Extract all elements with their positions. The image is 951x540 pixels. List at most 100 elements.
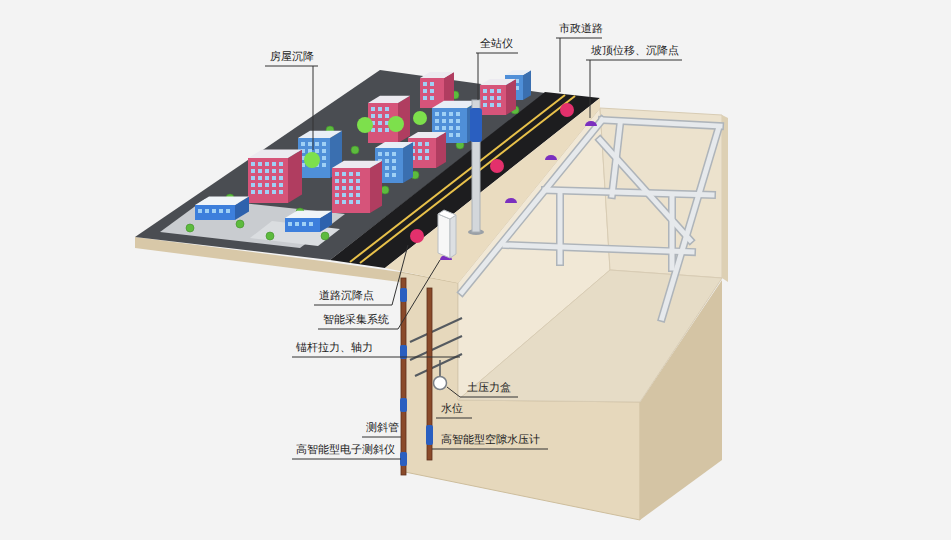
city-buildings-part <box>381 186 389 194</box>
city-buildings-part-part <box>430 89 434 93</box>
city-buildings-part-part <box>279 183 283 187</box>
ground-surface-part <box>385 98 600 283</box>
leader-lines <box>265 38 682 459</box>
city-buildings-part-part <box>335 172 339 176</box>
city-buildings-part-part <box>378 128 382 132</box>
city-buildings-part <box>480 79 516 115</box>
anchor-rods-part <box>410 318 462 342</box>
city-buildings-part-part <box>322 163 326 167</box>
city-buildings-part-part <box>349 186 353 190</box>
city-buildings-part <box>351 146 359 154</box>
city-buildings-part-part <box>392 159 396 163</box>
inclinometer-pipes-part <box>426 425 433 445</box>
leader-lines-part <box>476 53 518 100</box>
city-buildings-part-part <box>356 200 360 204</box>
city-buildings-part-part <box>279 176 283 180</box>
leader-lines-part <box>318 260 440 329</box>
city-buildings-part-part <box>436 132 446 168</box>
city-buildings-part-part <box>195 205 235 220</box>
city-buildings-part-part <box>420 72 454 78</box>
foundation-pit-part <box>722 115 728 282</box>
city-buildings-part-part <box>342 200 346 204</box>
city-buildings-part-part <box>442 126 446 130</box>
city-buildings-part-part <box>418 142 422 146</box>
city-buildings-part-part <box>378 107 382 111</box>
city-buildings-part-part <box>505 70 531 75</box>
city-buildings-part-part <box>272 162 276 166</box>
city-buildings-part-part <box>497 89 501 93</box>
city-buildings-part-part <box>370 161 382 213</box>
callout-label: 智能采集系统 <box>323 313 389 327</box>
city-buildings-part-part <box>195 197 249 205</box>
city-buildings-part <box>266 232 274 240</box>
leader-lines-part <box>432 449 548 450</box>
soil-block <box>135 237 722 520</box>
leader-lines-part <box>265 66 318 150</box>
city-buildings-part-part <box>265 162 269 166</box>
city-buildings-part-part <box>298 138 330 178</box>
city-buildings-part-part <box>285 211 332 218</box>
city-buildings-part-part <box>272 190 276 194</box>
callout-label: 锚杆拉力、轴力 <box>296 341 373 355</box>
city-buildings-part-part <box>248 158 288 203</box>
leader-lines-part <box>314 245 408 305</box>
callout-label: 高智能型空隙水压计 <box>441 433 540 447</box>
city-buildings-part-part <box>435 112 439 116</box>
city-buildings-part-part <box>385 173 389 177</box>
city-buildings-part-part <box>349 193 353 197</box>
city-buildings-part-part <box>430 82 434 86</box>
city-buildings-part-part <box>490 89 494 93</box>
city-buildings-part-part <box>385 107 389 111</box>
support-struts-face-part <box>505 245 692 252</box>
city-buildings-part-part <box>523 70 531 100</box>
city-buildings-part-part <box>349 200 353 204</box>
monitoring-points-part <box>505 198 517 203</box>
city-buildings-part-part <box>342 186 346 190</box>
city-buildings-part-part <box>226 209 230 213</box>
city-buildings-part-part <box>430 96 434 100</box>
callout-label: 土压力盒 <box>467 381 511 395</box>
anchor-rods <box>410 318 462 376</box>
inclinometer-pipes-part <box>427 288 432 460</box>
city-buildings-part-part <box>435 126 439 130</box>
city-buildings-part-part <box>258 169 262 173</box>
monitoring-points-part <box>585 121 597 126</box>
foundation-pit-part <box>458 270 722 402</box>
city-buildings-part-part <box>322 142 326 146</box>
city-buildings-part-part <box>385 152 389 156</box>
city-buildings-part-part <box>272 169 276 173</box>
city-buildings-part-part <box>392 173 396 177</box>
city-buildings-part-part <box>322 156 326 160</box>
city-buildings-part-part <box>425 149 429 153</box>
city-buildings-part-part <box>392 152 396 156</box>
city-buildings-part-part <box>309 222 313 226</box>
city-buildings-part-part <box>272 176 276 180</box>
city-buildings-part-part <box>368 96 410 103</box>
city-buildings-part-part <box>342 172 346 176</box>
support-struts-part <box>668 196 676 268</box>
city-buildings-part-part <box>322 149 326 153</box>
city-buildings-part <box>195 197 249 220</box>
city-buildings-part-part <box>288 150 302 203</box>
support-struts-face-part <box>558 192 563 262</box>
anchor-rods-part <box>410 336 462 360</box>
acquisition-cabinet-part <box>450 215 456 258</box>
city-buildings-part-part <box>272 183 276 187</box>
leader-lines-part <box>436 418 472 419</box>
ground-surface <box>135 70 600 283</box>
city-buildings-part-part <box>288 222 292 226</box>
support-struts-face-part <box>670 196 675 268</box>
city-buildings-part-part <box>315 142 319 146</box>
city-buildings-part-part <box>349 179 353 183</box>
city-buildings <box>186 70 531 240</box>
city-buildings-part-part <box>449 133 453 137</box>
monitoring-points-part <box>560 103 574 117</box>
city-buildings-part-part <box>265 169 269 173</box>
earth-pressure-cell-part <box>439 360 441 376</box>
city-buildings-part <box>408 132 446 168</box>
city-buildings-part-part <box>408 132 446 138</box>
ground-surface-part <box>160 199 345 248</box>
support-struts-face-part <box>545 190 712 195</box>
support-struts-part <box>662 130 718 318</box>
